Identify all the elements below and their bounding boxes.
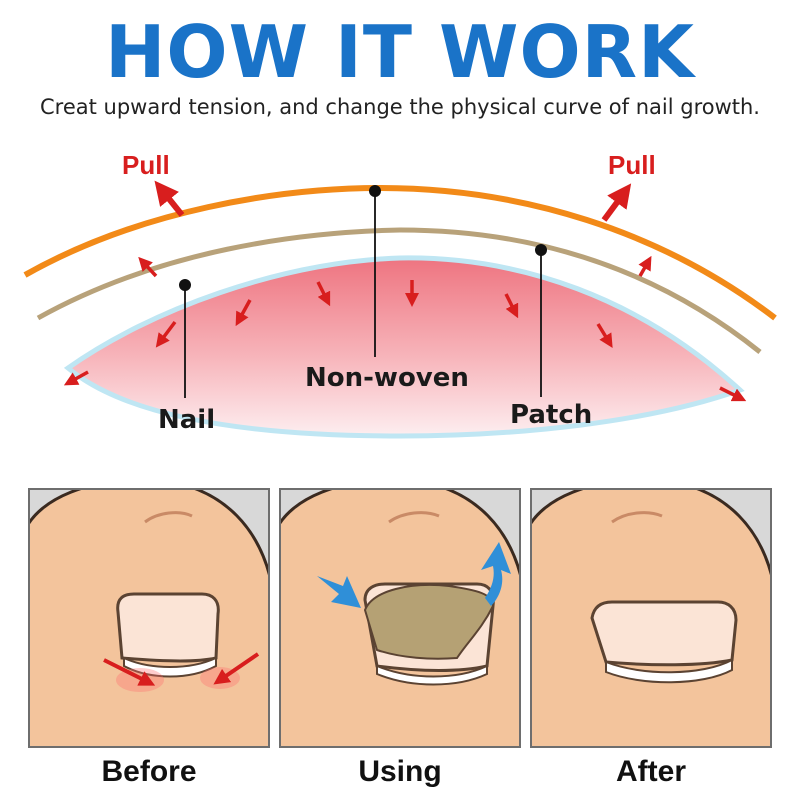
small-up-arrow-left xyxy=(138,256,158,278)
nail-arrow xyxy=(235,299,252,327)
pull-arrow-right xyxy=(601,183,632,222)
caption-after: After xyxy=(615,755,686,788)
patch-label: Patch xyxy=(510,400,592,430)
nonwoven-label: Non-woven xyxy=(305,363,469,393)
stage-panel-using xyxy=(279,488,521,748)
nail-edge xyxy=(376,664,488,686)
pull-label-right: Pull xyxy=(608,150,656,180)
pull-arrow-left xyxy=(154,180,185,217)
lift-arrow-left xyxy=(317,576,361,608)
ingrown-arrow-left xyxy=(103,658,156,686)
pull-label-left: Pull xyxy=(122,150,170,180)
nail-edge xyxy=(605,658,733,684)
page-subtitle: Creat upward tension, and change the phy… xyxy=(40,95,760,119)
stage-panel-after xyxy=(530,488,772,748)
patch-arc xyxy=(36,227,762,354)
toe-crease xyxy=(388,511,440,524)
nail-arrow xyxy=(596,323,613,348)
nonwoven-arc xyxy=(23,184,777,321)
stage-panel-before xyxy=(28,488,270,748)
small-up-arrow-right xyxy=(638,255,652,277)
nail-mechanism-diagram: Pull Pull Non-woven Nail Patch xyxy=(23,150,777,439)
nail-arrow xyxy=(719,386,747,402)
nail-label: Nail xyxy=(158,405,215,435)
nail-arrow xyxy=(63,370,89,386)
toe-crease xyxy=(144,511,193,524)
dot-nonwoven xyxy=(369,185,381,197)
page-title: HOW IT WORK xyxy=(105,10,695,94)
nail-icon xyxy=(116,592,220,663)
caption-using: Using xyxy=(358,755,442,788)
nail-icon xyxy=(590,600,738,667)
toe-crease xyxy=(611,511,663,524)
ingrown-arrow-right xyxy=(213,652,260,685)
dot-nail xyxy=(179,279,191,291)
patch-shape xyxy=(363,584,495,660)
dot-patch xyxy=(535,244,547,256)
nail-arrow xyxy=(155,320,177,348)
lift-arrow-right xyxy=(481,542,511,606)
caption-before: Before xyxy=(101,755,197,788)
nail-arrow xyxy=(504,293,519,319)
nail-arrow xyxy=(316,281,331,307)
